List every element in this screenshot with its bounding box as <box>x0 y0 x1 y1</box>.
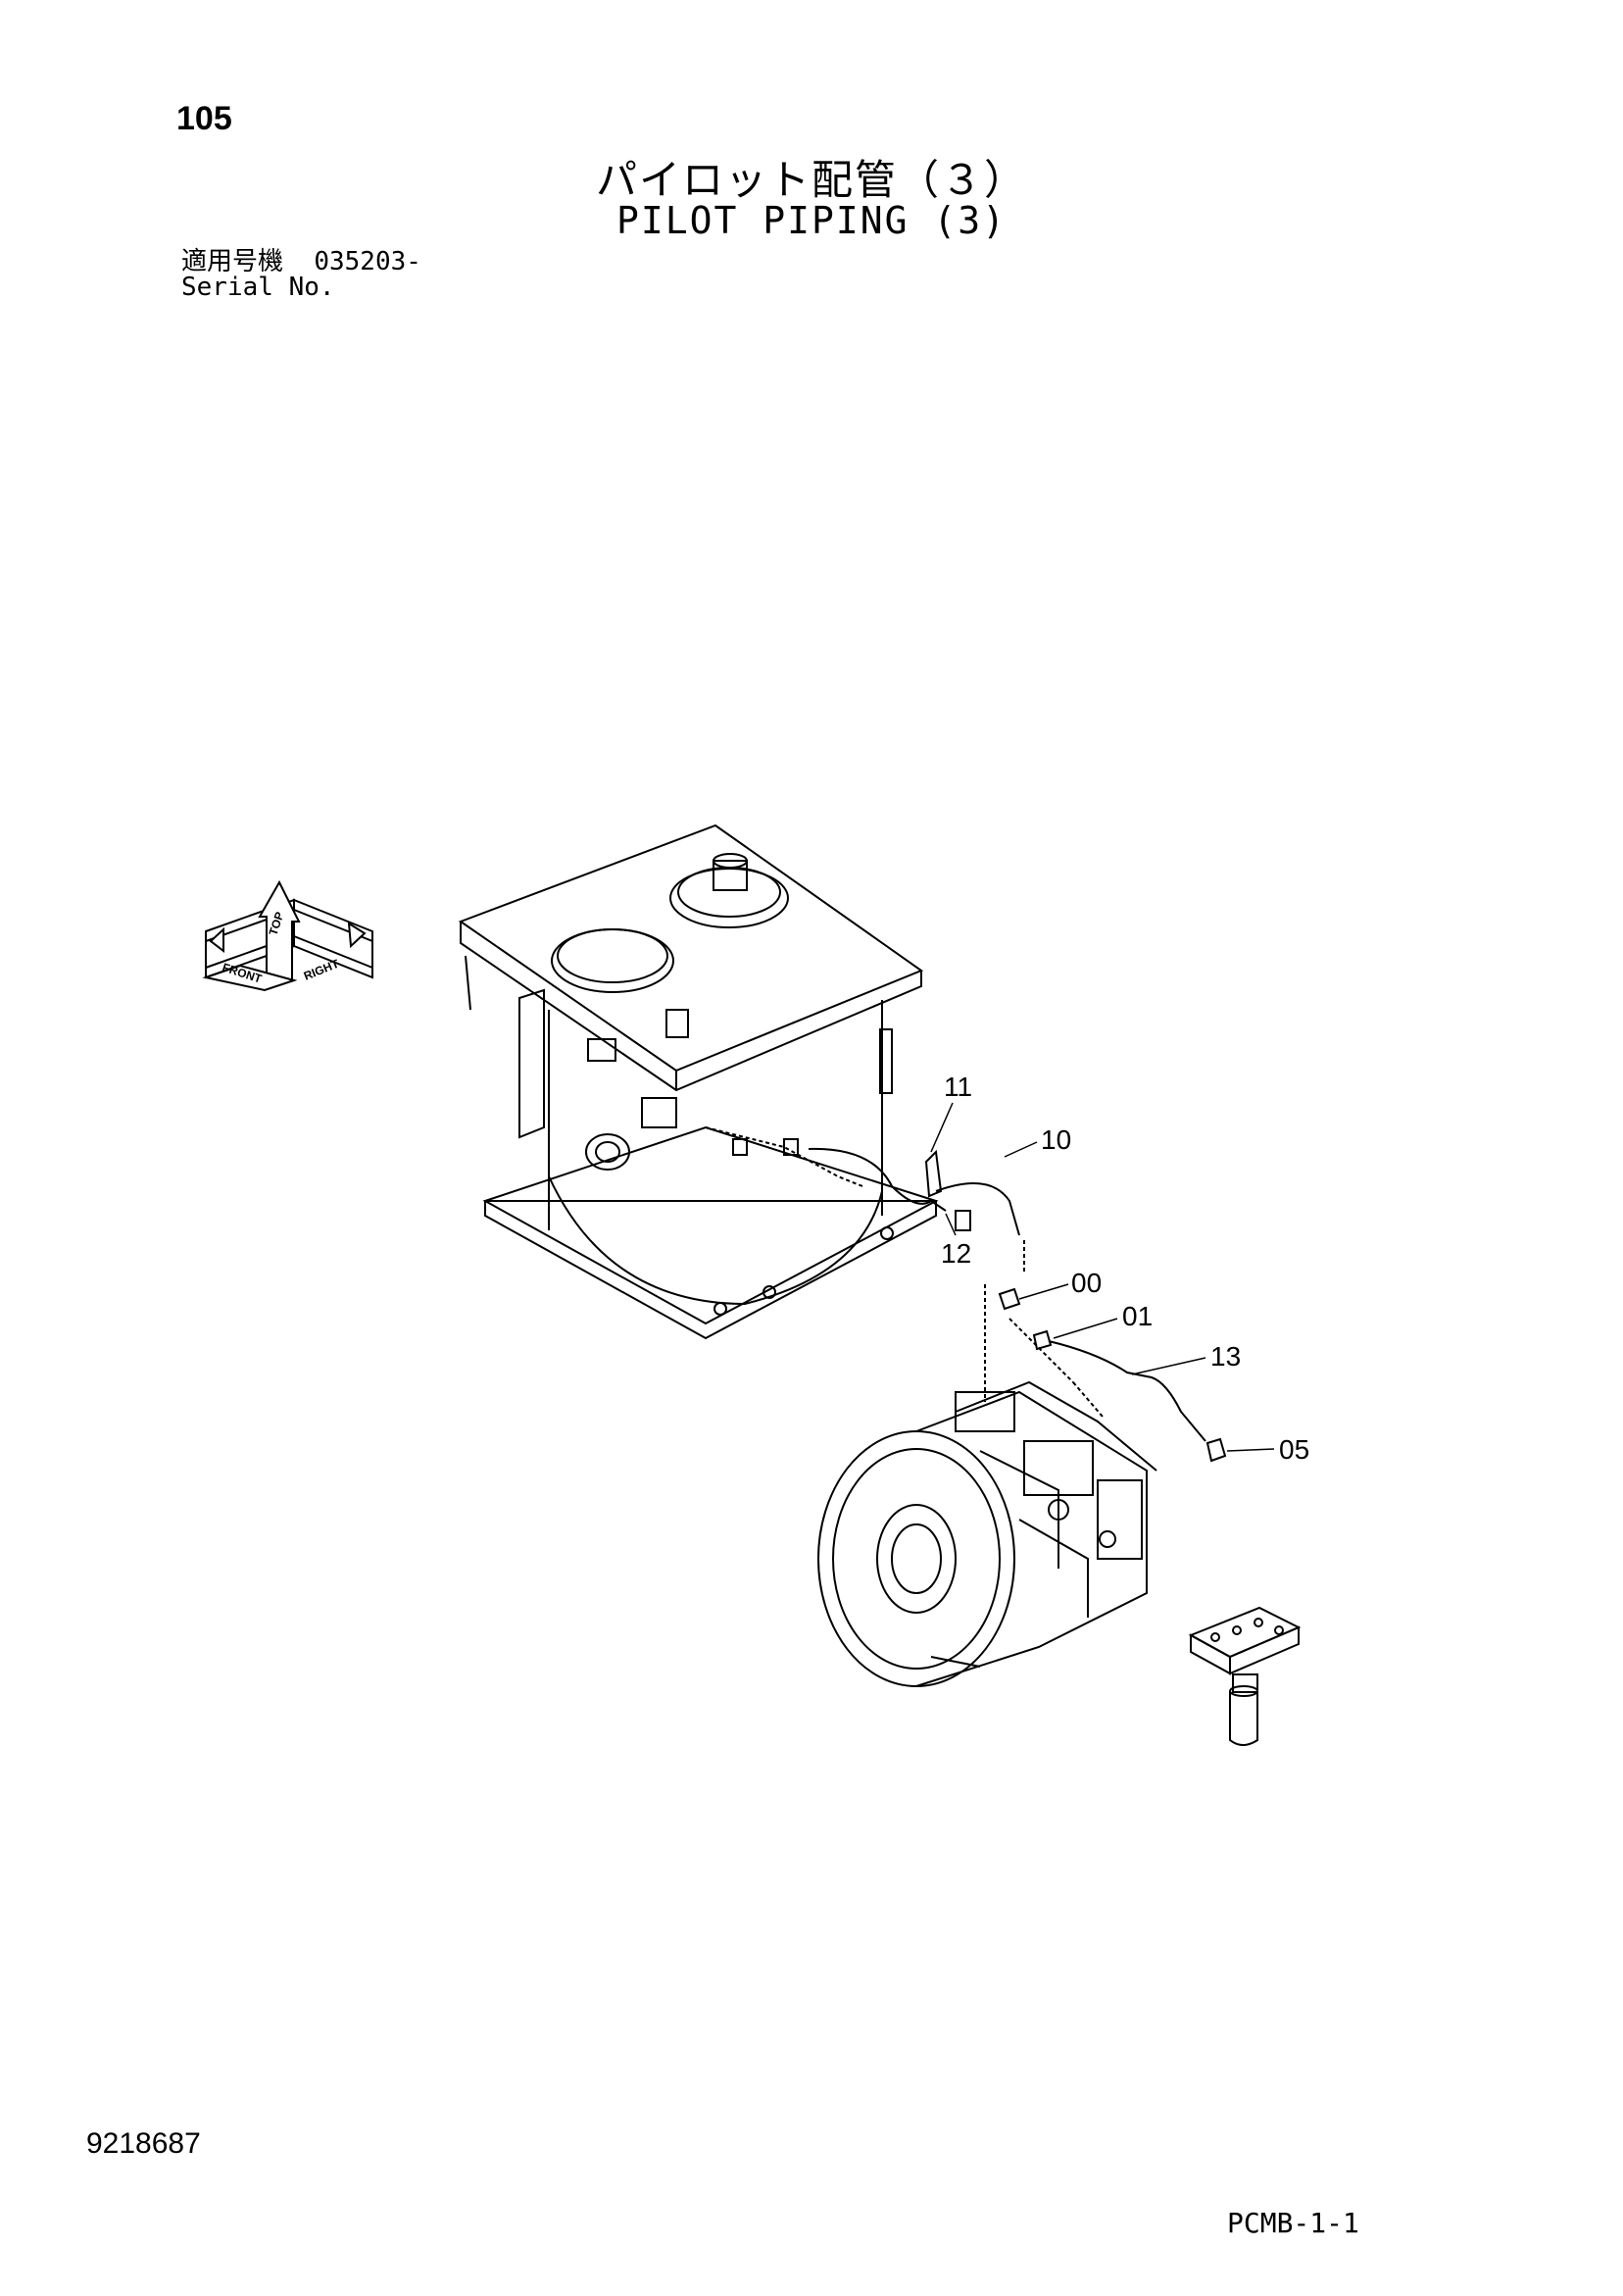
callout-10: 10 <box>1041 1124 1071 1155</box>
serial-number-block: 適用号機 035203- Serial No. <box>181 249 421 300</box>
serial-label-en: Serial No. <box>181 273 335 302</box>
footer-page-code: PCMB-1-1 <box>1227 2207 1359 2239</box>
direction-right-label: RIGHT <box>302 957 341 983</box>
page-number: 105 <box>176 100 232 137</box>
serial-value: 035203- <box>314 247 421 276</box>
serial-label-jp: 適用号機 <box>181 247 284 276</box>
pilot-hose-11-drawing <box>808 1147 947 1212</box>
pipe-bracket-drawing <box>924 1149 943 1198</box>
page-title-english: PILOT PIPING (3) <box>615 199 1008 242</box>
direction-indicator-icon: FRONT TOP RIGHT <box>202 879 373 992</box>
callout-05: 05 <box>1279 1434 1309 1465</box>
page-title-japanese: パイロット配管（３） <box>595 156 1027 204</box>
elbow-fitting-05-drawing <box>1205 1437 1227 1463</box>
callout-13: 13 <box>1210 1341 1241 1372</box>
elbow-fitting-12-drawing <box>955 1210 971 1231</box>
callout-01: 01 <box>1122 1301 1153 1331</box>
serial-row: 適用号機 035203- <box>181 249 421 275</box>
pilot-hose-10-drawing <box>935 1182 1020 1236</box>
hydraulic-tank-drawing <box>458 824 939 1340</box>
adapter-01-drawing <box>1032 1329 1053 1351</box>
pilot-valve-assembly-drawing <box>1188 1606 1302 1746</box>
callout-00: 00 <box>1071 1268 1102 1298</box>
hydraulic-pump-drawing <box>817 1380 1157 1687</box>
document-number: 9218687 <box>86 2127 201 2160</box>
adapter-00-drawing <box>998 1287 1021 1311</box>
callout-12: 12 <box>941 1238 971 1269</box>
callout-11: 11 <box>944 1072 972 1102</box>
pilot-hose-13-drawing <box>1048 1340 1206 1442</box>
